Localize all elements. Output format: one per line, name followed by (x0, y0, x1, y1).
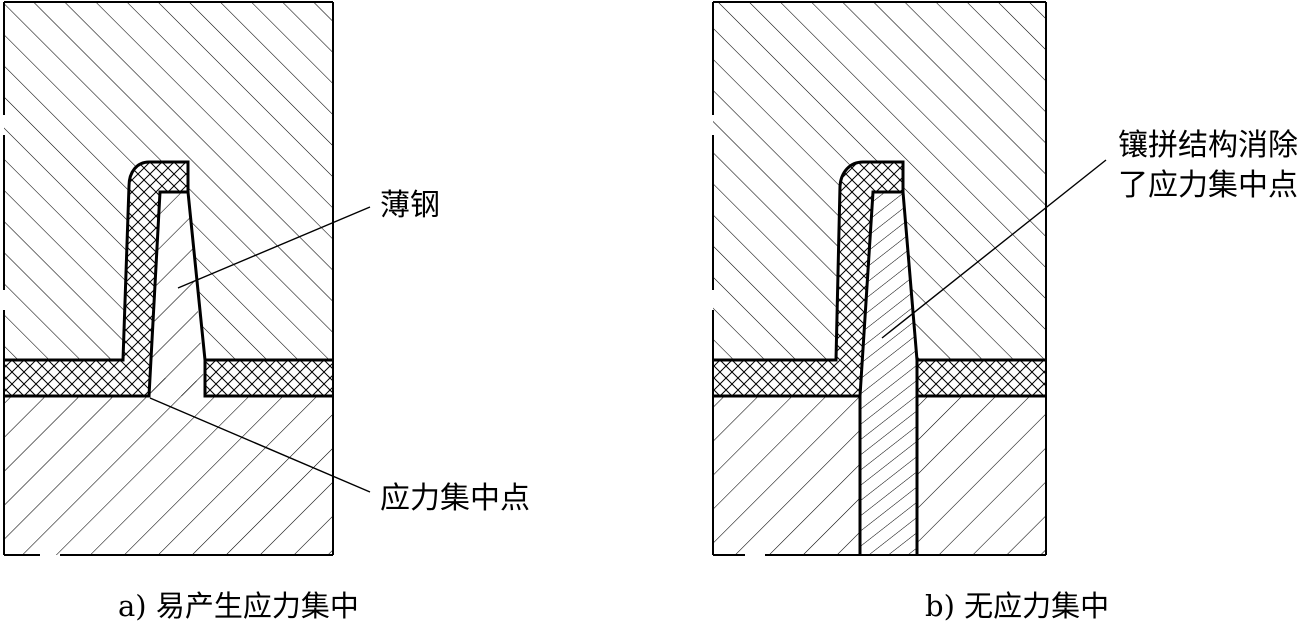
insert-label-line2: 了应力集中点 (1118, 168, 1298, 203)
frame-a (3, 1, 334, 556)
caption-a: a) 易产生应力集中 (118, 589, 359, 623)
upper-die-block-a (4, 2, 333, 360)
leaders-a (149, 206, 371, 493)
panel-b: 镶拼结构消除 了应力集中点 b) 无应力集中 (712, 1, 1298, 623)
upper-die-block-b (713, 2, 1046, 360)
insert-label-line1: 镶拼结构消除 (1118, 128, 1298, 163)
lower-die-block-b (713, 396, 1046, 555)
punch-cone-a (149, 192, 205, 396)
insert-piece-b (860, 192, 917, 555)
lower-die-block-a (4, 378, 333, 555)
outlines-b (713, 160, 1046, 555)
caption-b: b) 无应力集中 (925, 589, 1109, 623)
stress-point-label: 应力集中点 (380, 481, 530, 516)
frame-b (712, 1, 1047, 556)
thin-steel-label: 薄钢 (380, 188, 440, 223)
outlines-a (4, 160, 333, 398)
thin-steel-layer-b (713, 162, 1046, 396)
leader-b (881, 159, 1107, 339)
thin-steel-layer-a (4, 162, 333, 396)
panel-a: 薄钢 应力集中点 a) 易产生应力集中 (3, 1, 530, 623)
